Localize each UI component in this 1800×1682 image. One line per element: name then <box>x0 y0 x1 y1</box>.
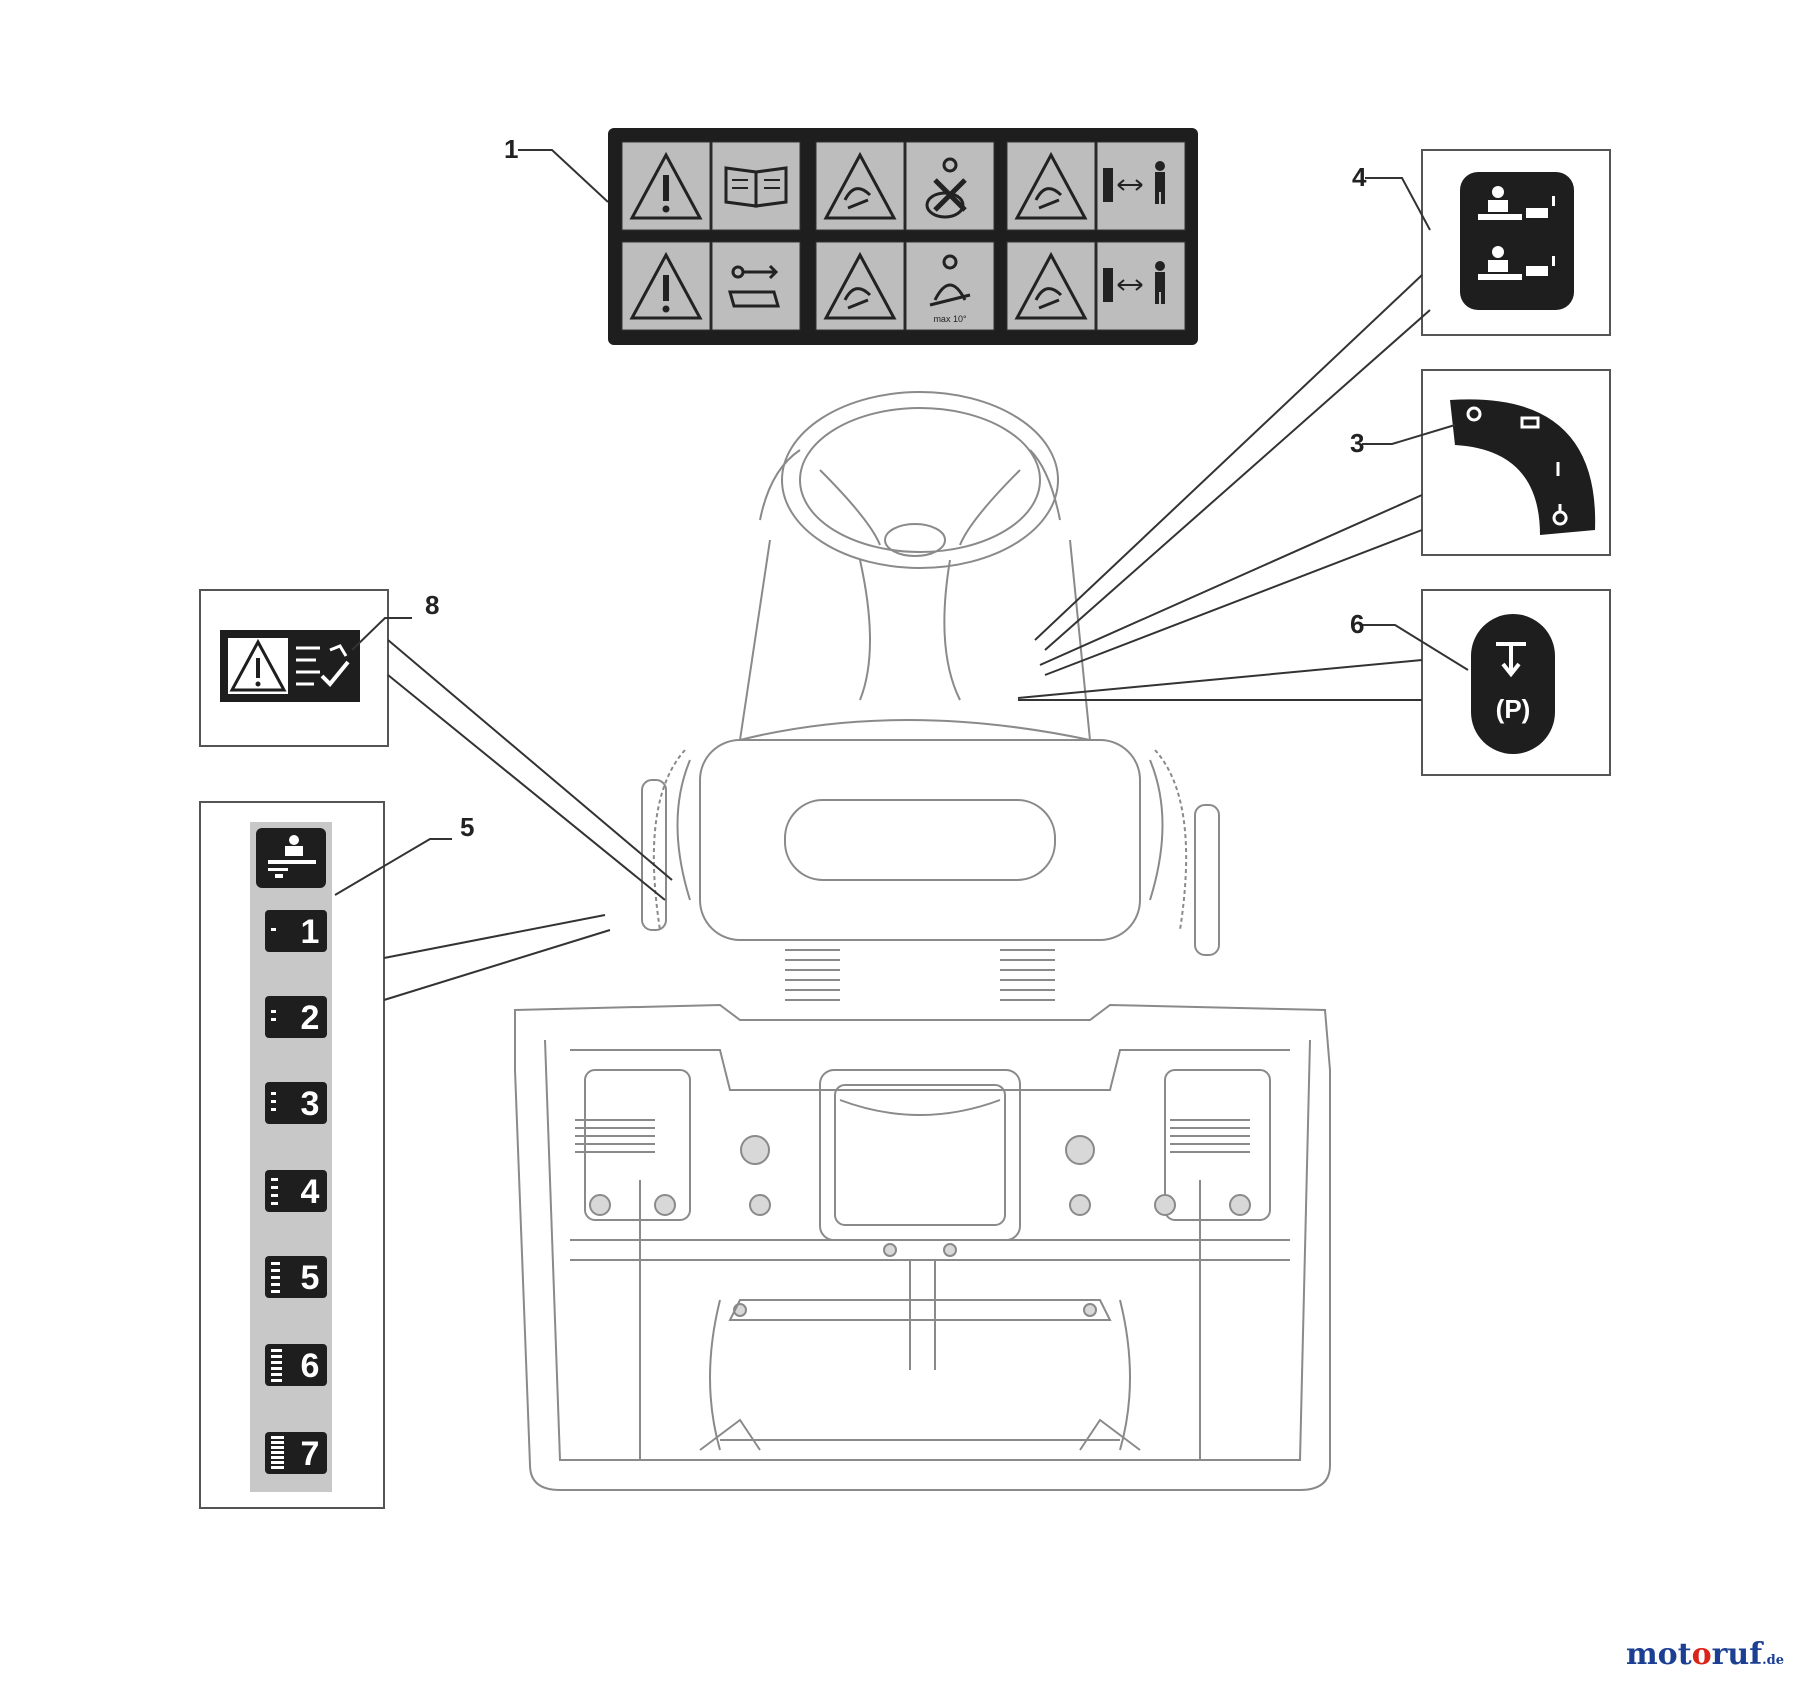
height-position-2: 2 <box>265 996 327 1038</box>
parking-brake-label: (P) <box>1496 694 1531 724</box>
slope-limit-icon <box>929 254 971 307</box>
callout-3: 3 <box>1350 428 1364 458</box>
decal-8-warning-icon <box>229 638 287 692</box>
height-position-7-label: 7 <box>301 1435 320 1473</box>
height-position-3-label: 3 <box>301 1085 320 1123</box>
callout-6: 6 <box>1350 609 1364 639</box>
decal-6-box: (P) <box>1421 589 1611 776</box>
callout-5: 5 <box>460 812 474 842</box>
callout-labels: 1 4 3 6 8 5 <box>425 134 1367 842</box>
height-position-1: 1 <box>265 910 327 952</box>
height-position-3: 3 <box>265 1082 327 1124</box>
decal-5-header-icon <box>268 835 316 878</box>
height-position-7: 7 <box>265 1432 327 1474</box>
watermark-part-2: o <box>1691 1637 1712 1672</box>
height-position-1-label: 1 <box>301 913 320 951</box>
grille-right <box>1170 1119 1250 1153</box>
decal-3-box <box>1421 369 1611 556</box>
cutting-height-lever-icon <box>1478 186 1555 280</box>
height-position-4: 4 <box>265 1170 327 1212</box>
callout-4: 4 <box>1352 162 1367 192</box>
decal-1-warning-strip: max 10° <box>608 128 1198 345</box>
leader-lines <box>334 149 1469 1001</box>
remove-key-icon <box>728 264 780 308</box>
watermark-part-3: ruf <box>1711 1637 1763 1672</box>
height-position-4-label: 4 <box>301 1173 320 1211</box>
watermark-part-1: mot <box>1625 1637 1692 1672</box>
decal-5-header <box>256 828 326 888</box>
ignition-off-icon <box>1466 406 1482 422</box>
decal-5-box: 1 2 3 4 5 <box>199 801 385 1509</box>
ignition-arc-decal <box>1450 399 1596 535</box>
watermark-suffix: .de <box>1762 1653 1784 1668</box>
watermark: motoruf.de <box>1626 1637 1784 1672</box>
frame-bolts <box>589 1135 1251 1317</box>
height-position-6-label: 6 <box>301 1347 320 1385</box>
height-position-6: 6 <box>265 1344 327 1386</box>
checklist-icon <box>296 644 350 687</box>
callout-8: 8 <box>425 590 439 620</box>
decal-4-box <box>1421 149 1611 336</box>
brake-down-arrow-icon <box>1496 642 1526 678</box>
height-position-2-label: 2 <box>301 999 320 1037</box>
ignition-start-icon <box>1552 504 1568 526</box>
riding-mower-rear-view <box>514 391 1331 1491</box>
no-passengers-icon <box>925 157 967 219</box>
manual-book-icon <box>724 166 788 208</box>
grille-left <box>575 1119 655 1153</box>
keep-distance-icon <box>1103 161 1165 304</box>
hand-blade-hazard-icon <box>843 187 1063 310</box>
decal-1-panels <box>621 141 1186 331</box>
seat-springs <box>785 949 1055 1001</box>
decal-8-box <box>199 589 389 747</box>
height-position-5: 5 <box>265 1256 327 1298</box>
height-position-5-label: 5 <box>301 1259 320 1297</box>
warning-triangle-icon <box>629 151 1088 320</box>
ignition-lights-icon <box>1520 416 1540 429</box>
decal-5-positions: 1 2 3 4 5 <box>265 910 327 1474</box>
decal-1-slope-text: max 10° <box>933 314 967 324</box>
callout-1: 1 <box>504 134 518 164</box>
